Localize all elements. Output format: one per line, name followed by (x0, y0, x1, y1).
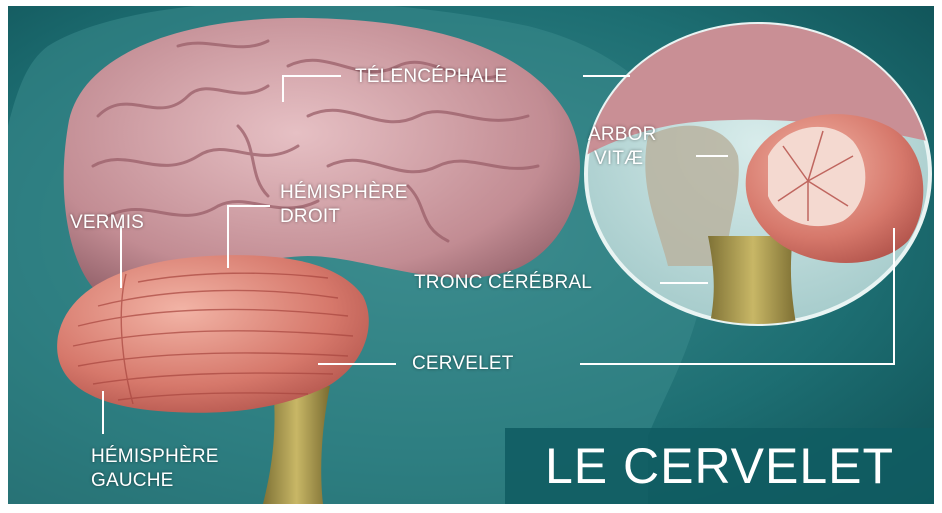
label-telencephale: TÉLENCÉPHALE (355, 66, 507, 88)
label-tronc-cerebral: TRONC CÉRÉBRAL (414, 272, 592, 294)
label-vermis: VERMIS (70, 212, 144, 234)
label-cervelet: CERVELET (412, 353, 514, 375)
illustration: TÉLENCÉPHALE ARBOR VITÆ HÉMISPHÈRE DROIT… (8, 6, 934, 504)
label-hemisphere-gauche-line2: GAUCHE (91, 470, 174, 492)
label-hemisphere-droit-line2: DROIT (280, 206, 340, 228)
label-arbor-vitae-line2: VITÆ (594, 148, 643, 170)
page-title: LE CERVELET (505, 428, 934, 504)
title-box: LE CERVELET (505, 428, 934, 504)
label-hemisphere-droit-line1: HÉMISPHÈRE (280, 182, 408, 204)
label-hemisphere-gauche-line1: HÉMISPHÈRE (91, 446, 219, 468)
label-arbor-vitae-line1: ARBOR (588, 124, 657, 146)
